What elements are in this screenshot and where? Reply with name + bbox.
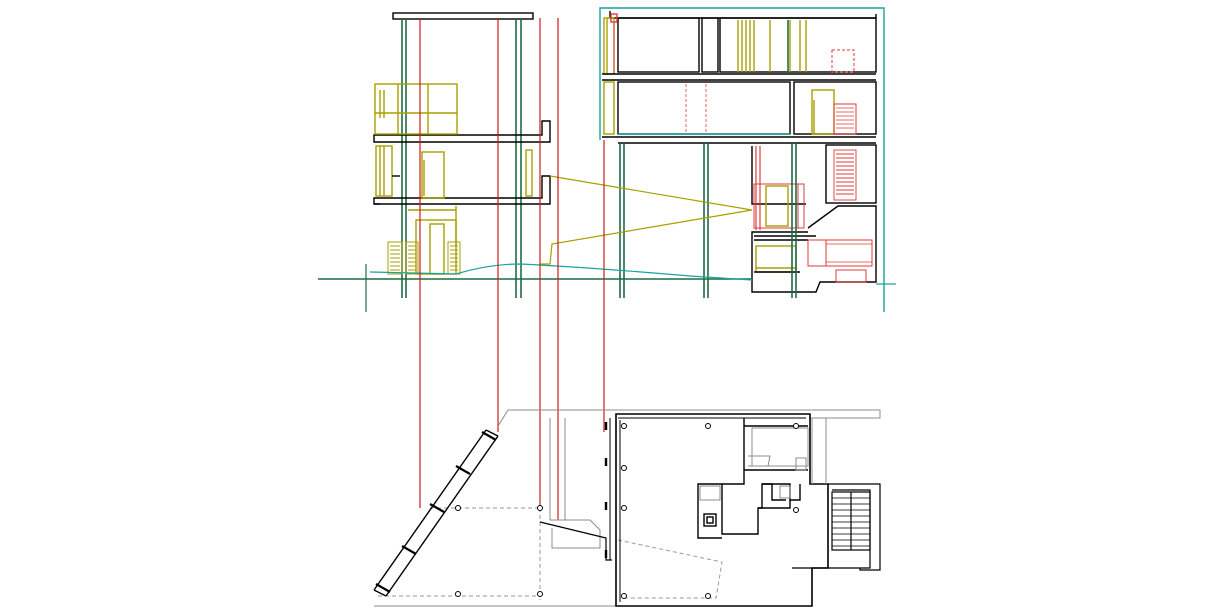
left-building-section [373, 12, 551, 298]
left-roof-slab [392, 12, 534, 20]
left-slab-level1 [373, 175, 551, 205]
left-level3-furniture [374, 83, 458, 135]
right-building-section [599, 7, 885, 312]
plan-angled-ramp-wall [373, 429, 499, 597]
left-level2-furniture [375, 145, 533, 199]
floor-plan [373, 409, 881, 607]
right-level1-door [753, 146, 805, 230]
plan-kitchen [748, 418, 827, 484]
right-level3-furniture [603, 17, 807, 75]
right-ground-outline [751, 205, 877, 293]
right-level1-rooms [751, 144, 877, 205]
left-ground-entrance [408, 206, 457, 275]
right-columns [619, 143, 797, 298]
right-roof [609, 11, 877, 19]
projection-lines [419, 18, 605, 520]
right-ground-furniture [754, 239, 873, 283]
terrain-profile [369, 263, 753, 281]
plan-interior-walls [697, 418, 808, 539]
right-level1-stair [833, 149, 857, 201]
plan-entrance-wall [539, 521, 612, 561]
right-facade-line [599, 7, 885, 312]
plan-staircase [792, 483, 881, 571]
plan-ramp-columns [375, 431, 497, 593]
left-planters [387, 241, 461, 275]
left-slab-level2 [373, 120, 551, 143]
right-level2-furniture [603, 81, 857, 135]
plan-pilotis [455, 423, 799, 599]
plan-site-boundary [374, 409, 881, 607]
ground-line [318, 263, 896, 312]
plan-dashed-overhang [378, 507, 723, 600]
right-level3-rooms [617, 17, 877, 73]
section-ramp [540, 175, 753, 265]
